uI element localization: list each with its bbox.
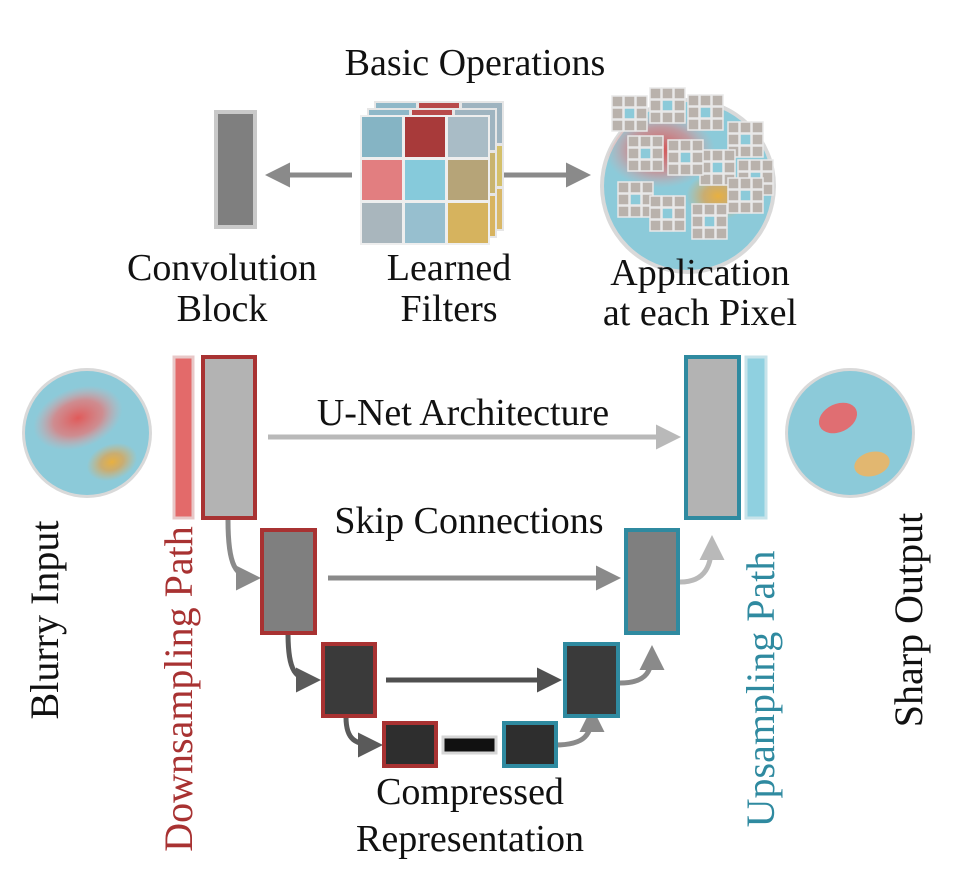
up-arrow-2	[619, 645, 665, 686]
blurry-input-disc	[22, 368, 152, 498]
sharp-output-label: Sharp Output	[886, 512, 931, 728]
pixel-patch	[627, 135, 664, 172]
compressed-label-line1: Compressed	[376, 771, 564, 813]
filter-grid-icon	[360, 101, 504, 245]
up-block-4	[502, 721, 558, 768]
convolution-block-shape	[214, 110, 257, 229]
down-arrow-1	[225, 519, 261, 591]
pixel-patch	[667, 139, 704, 176]
filters-label-line1: Learned	[386, 247, 512, 289]
bottleneck-bar	[441, 735, 498, 755]
output-feature-bar	[744, 355, 768, 520]
downsampling-path-label: Downsampling Path	[156, 526, 201, 852]
pixel-patch	[649, 195, 686, 232]
convolution-label-line1: Convolution	[126, 247, 318, 289]
compressed-label-line2: Representation	[356, 818, 584, 860]
pixel-patch	[727, 177, 764, 214]
up-block-3	[563, 642, 620, 718]
up-arrow-1	[554, 707, 605, 748]
sharp-output-disc	[785, 368, 915, 498]
down-block-4	[382, 721, 438, 768]
blurry-input-label: Blurry Input	[22, 520, 67, 720]
pixel-patch	[611, 95, 648, 132]
application-label-line1: Application	[610, 252, 790, 294]
pixel-patch	[691, 203, 728, 240]
convolution-label-line2: Block	[176, 288, 268, 330]
up-block-1	[684, 355, 741, 520]
down-block-3	[321, 642, 377, 718]
upsampling-path-label: Upsampling Path	[738, 550, 783, 828]
input-feature-bar	[172, 355, 195, 520]
application-label-line2: at each Pixel	[602, 292, 798, 334]
skip-connections-label: Skip Connections	[334, 500, 604, 542]
down-arrow-3	[343, 716, 383, 758]
down-block-1	[201, 355, 257, 520]
down-arrow-2	[285, 631, 321, 693]
pixel-patch	[649, 87, 686, 124]
basic-operations-title: Basic Operations	[344, 42, 606, 84]
filters-label-line2: Filters	[400, 288, 498, 330]
pixel-patch	[617, 181, 654, 218]
unet-architecture-label: U-Net Architecture	[316, 392, 610, 434]
pixel-patch	[687, 94, 724, 131]
down-block-2	[260, 528, 317, 635]
up-arrow-3	[679, 535, 725, 585]
pixel-patches	[611, 87, 774, 240]
up-block-2	[624, 528, 680, 635]
pixel-patch-icon	[600, 87, 776, 274]
